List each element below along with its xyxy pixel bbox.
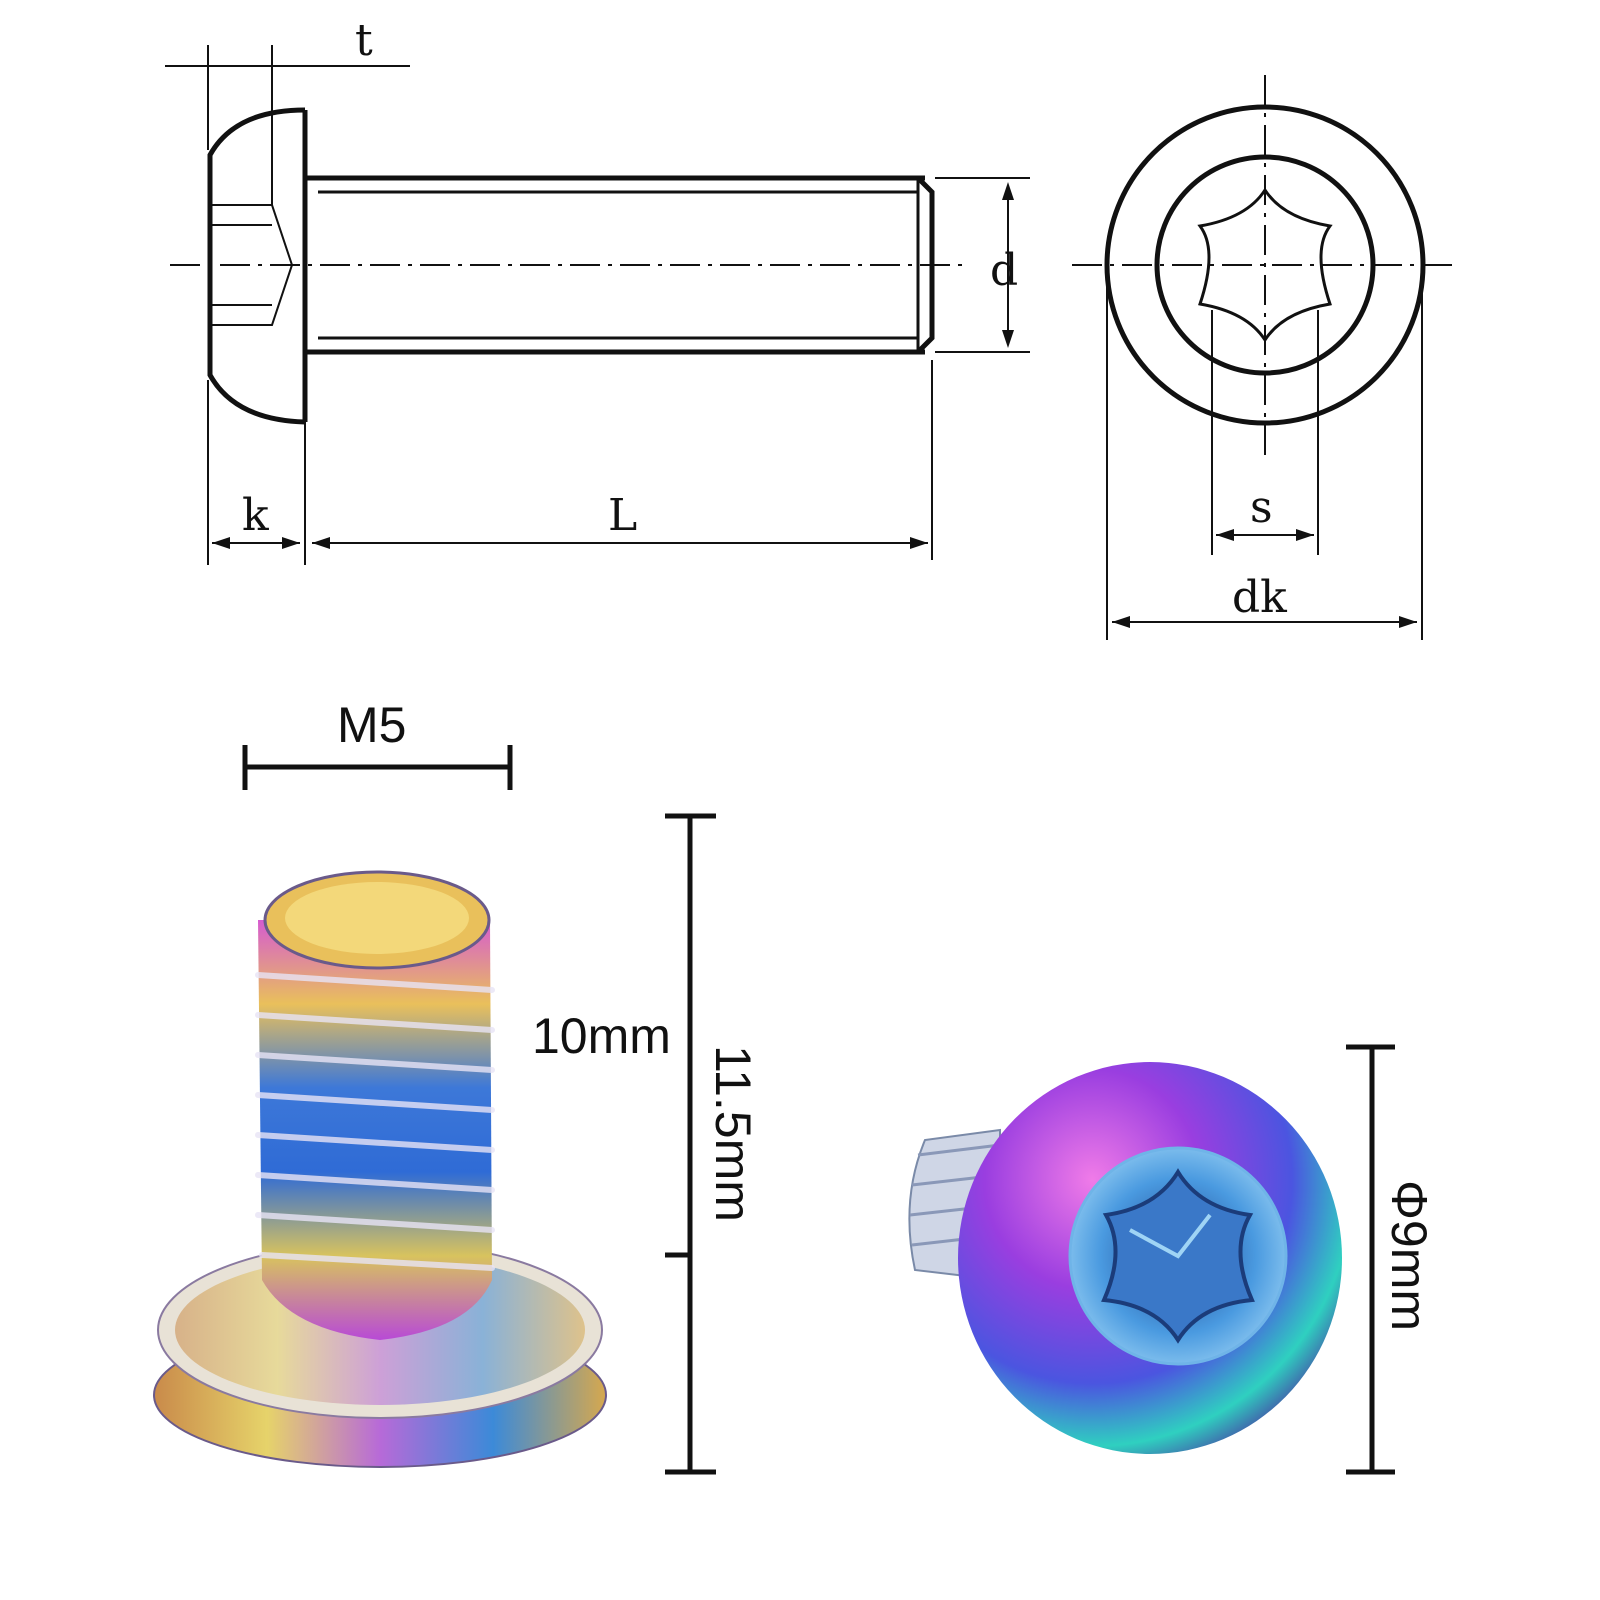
thread — [259, 1252, 495, 1271]
arrowhead — [282, 537, 300, 549]
screw-side-illustration — [153, 870, 607, 1468]
arrowhead — [910, 537, 928, 549]
head-diameter-label: Φ9mm — [1381, 1180, 1437, 1331]
arrowhead — [1002, 182, 1014, 200]
arrowhead — [1112, 616, 1130, 628]
thread — [255, 1012, 495, 1033]
thread — [255, 1172, 495, 1193]
thread — [255, 1052, 495, 1073]
recess-hidden-line — [212, 204, 294, 326]
shank-tip-center — [285, 882, 469, 954]
torx-star-icon — [1197, 187, 1333, 343]
side-view-drawing: t k L d — [165, 15, 1030, 565]
arrowhead — [1399, 616, 1417, 628]
recess-highlight — [1129, 1213, 1212, 1259]
screw-head-outline — [207, 107, 306, 425]
k-label: k — [242, 490, 269, 541]
arrowhead — [312, 537, 330, 549]
length-dimension: 10mm 11.5mm — [532, 813, 761, 1475]
m5-label: M5 — [337, 697, 406, 753]
thread-length-label: 10mm — [532, 1008, 671, 1064]
thread — [255, 972, 495, 993]
s-label: s — [1250, 482, 1273, 533]
screw-head-illustration — [908, 1062, 1342, 1454]
shank-tip — [916, 176, 935, 354]
dk-label: dk — [1232, 572, 1287, 623]
thread-ridges — [255, 972, 495, 1271]
head-inner-circle — [1154, 154, 1376, 376]
L-label: L — [608, 490, 637, 541]
m5-dimension: M5 — [242, 697, 513, 790]
arrowhead — [1002, 330, 1014, 348]
arrowhead — [1296, 529, 1314, 541]
thread — [255, 1212, 495, 1233]
head-diameter-dimension: Φ9mm — [1346, 1044, 1437, 1475]
arrowhead — [212, 537, 230, 549]
thread — [917, 1143, 1001, 1157]
thread — [255, 1092, 495, 1113]
arrowhead — [1216, 529, 1234, 541]
t-label: t — [355, 15, 373, 66]
d-label: d — [990, 245, 1018, 296]
end-view-drawing: s dk — [1072, 75, 1455, 640]
total-length-label: 11.5mm — [705, 1045, 761, 1222]
thread — [255, 1132, 495, 1153]
